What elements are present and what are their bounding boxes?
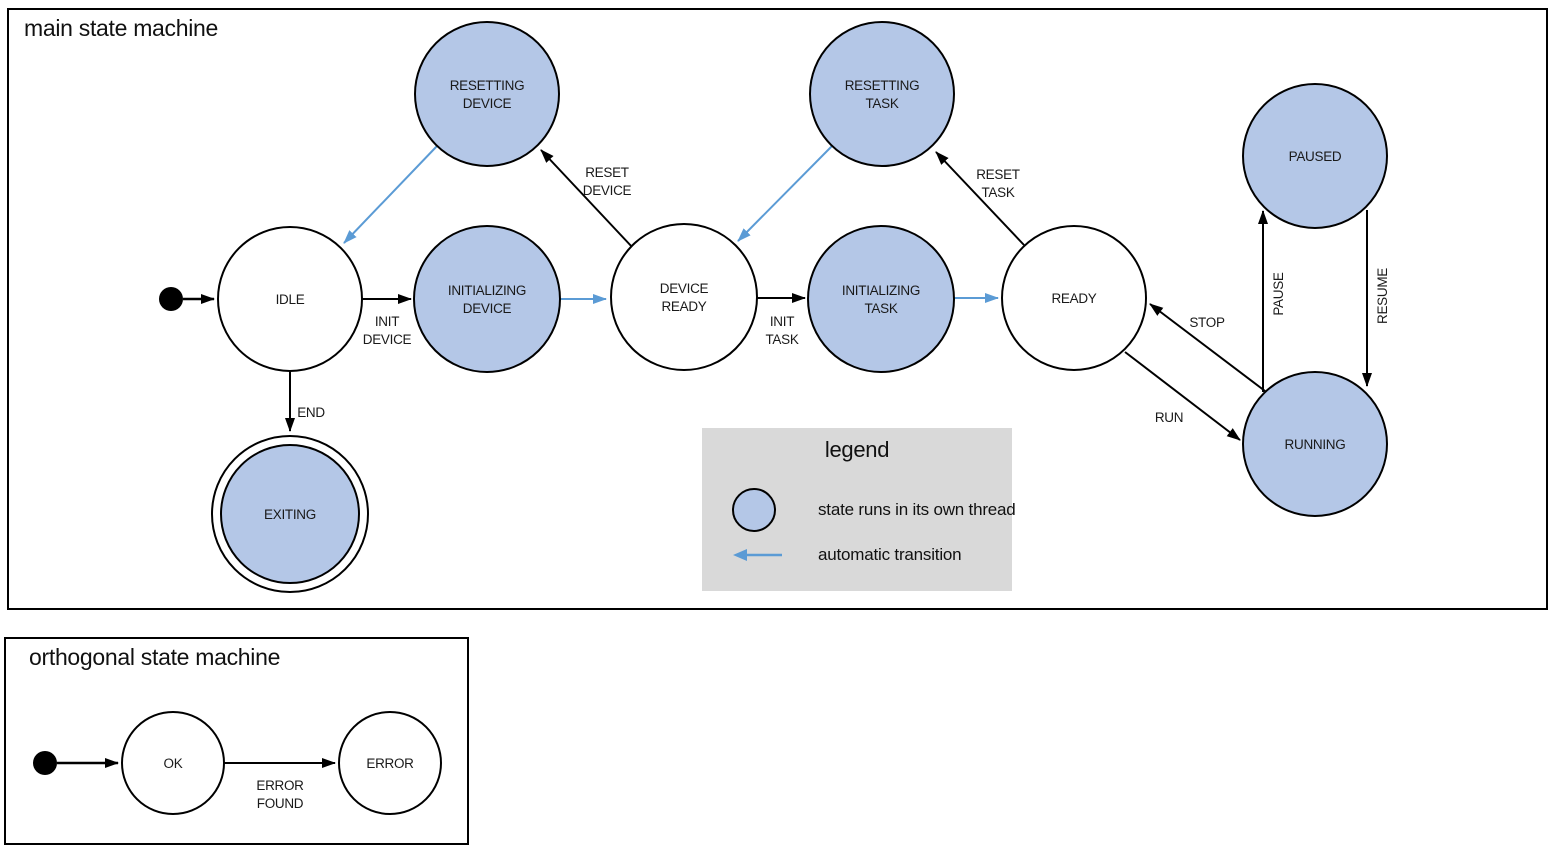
legend: legend state runs in its own thread autom… xyxy=(702,428,1016,591)
legend-item: automatic transition xyxy=(732,545,1002,565)
orthogonal-panel-title: orthogonal state machine xyxy=(29,644,281,670)
orthogonal-state-machine-panel: orthogonal state machine xyxy=(4,637,469,845)
threaded-state-circle-icon xyxy=(732,488,784,532)
legend-item-label: state runs in its own thread xyxy=(818,500,1016,519)
automatic-transition-arrow-icon xyxy=(732,548,784,562)
legend-items: state runs in its own thread automatic tr… xyxy=(732,488,1016,578)
legend-item: state runs in its own thread xyxy=(732,488,1016,532)
legend-title: legend xyxy=(824,437,890,462)
main-panel-title: main state machine xyxy=(24,15,219,41)
main-state-machine-panel: main state machine xyxy=(7,8,1548,610)
legend-item-label: automatic transition xyxy=(818,545,962,564)
